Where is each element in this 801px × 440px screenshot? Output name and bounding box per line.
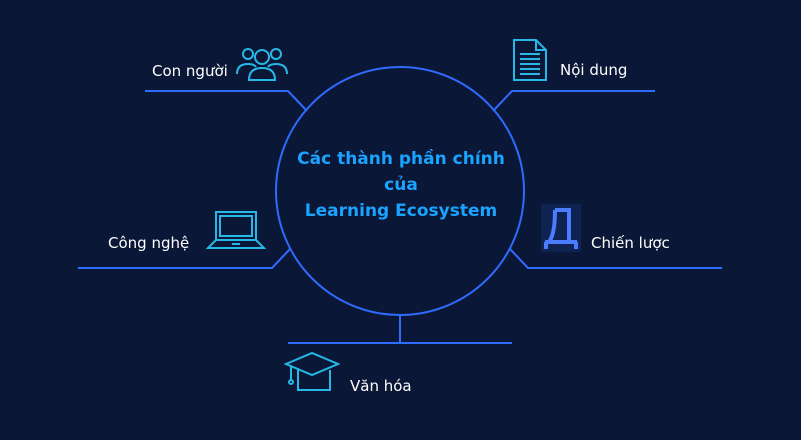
laptop-icon	[206, 211, 266, 249]
label-culture: Văn hóa	[350, 377, 412, 395]
center-title-line-2: của	[384, 175, 418, 195]
label-strategy: Chiến lược	[591, 234, 670, 252]
center-title-line-3: Learning Ecosystem	[304, 201, 498, 221]
people-icon	[236, 48, 288, 81]
center-title: Các thành phần chính của Learning Ecosys…	[281, 146, 521, 224]
connector-people	[145, 90, 308, 112]
center-title-line-1: Các thành phần chính	[297, 149, 505, 169]
connector-technology	[78, 248, 291, 269]
label-content: Nội dung	[560, 61, 628, 79]
label-people: Con người	[152, 62, 228, 80]
connector-content	[492, 90, 655, 112]
label-technology: Công nghệ	[108, 234, 190, 252]
graduation-cap-icon	[283, 351, 341, 391]
connector-strategy	[509, 248, 722, 269]
strategy-icon	[541, 204, 581, 252]
document-icon	[513, 39, 547, 81]
